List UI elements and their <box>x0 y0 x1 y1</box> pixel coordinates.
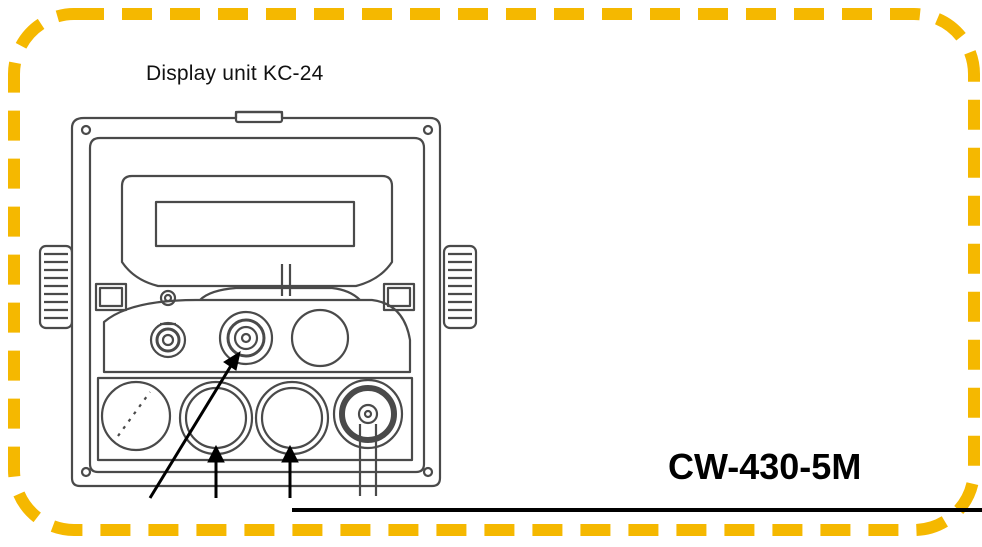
display-unit-title: Display unit KC-24 <box>146 62 324 85</box>
upper-connector-panel <box>102 298 412 374</box>
port-lower-2 <box>254 380 330 456</box>
leader-arrows <box>148 350 299 499</box>
cable-model-label: CW-430-5M <box>668 446 862 487</box>
highlight-frame <box>8 8 980 536</box>
power-connector <box>149 321 187 359</box>
unit-inner-frame <box>88 136 426 474</box>
screen-recess <box>120 174 394 288</box>
lower-connector-panel <box>96 376 414 462</box>
transducer-connector <box>332 378 404 496</box>
right-knob <box>442 244 478 330</box>
arrow-to-nmea <box>148 363 234 499</box>
cap-lower-left <box>100 380 172 452</box>
top-tab <box>234 110 284 124</box>
display-unit-drawing <box>38 110 478 496</box>
blank-port-upper <box>290 308 350 368</box>
ground-screw <box>159 289 177 307</box>
lcd-window <box>154 200 356 248</box>
nmea-connector <box>218 310 274 366</box>
left-knob <box>38 244 74 330</box>
